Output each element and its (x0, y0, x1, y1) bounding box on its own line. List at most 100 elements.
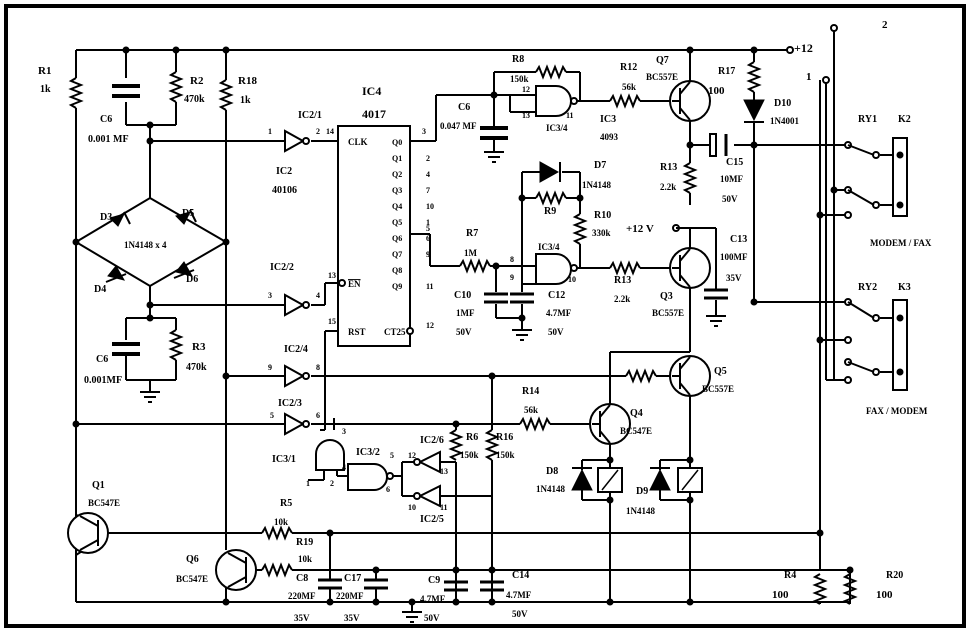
pin-number: 10 (568, 275, 576, 284)
label-r18-val: 1k (240, 95, 251, 106)
label-c17-val: 220MF (336, 591, 364, 601)
label-ic2-6: IC2/6 (420, 435, 444, 446)
pin-number: 4 (316, 291, 320, 300)
capacitors (112, 84, 728, 592)
label-r5: R5 (280, 498, 292, 509)
label-q6t: Q6 (186, 554, 199, 565)
label-c14-v: 50V (512, 609, 528, 619)
label-c12-val: 4.7MF (546, 308, 572, 318)
label-ic3-4: IC3/4 (546, 123, 568, 133)
label-ic4-num: 4017 (362, 107, 386, 121)
pin-number: 6 (426, 234, 430, 243)
pin-number: 2 (426, 154, 430, 163)
label-fax-modem: FAX / MODEM (866, 406, 928, 416)
label-r6: R6 (466, 432, 478, 443)
pin-number: 1 (426, 218, 430, 227)
label-r8: R8 (512, 54, 524, 65)
junction-dots (72, 46, 854, 606)
label-c13: C13 (730, 234, 747, 245)
label-ic2-5: IC2/5 (420, 514, 444, 525)
label-ic3-4b: IC3/4 (538, 242, 560, 252)
label-c17-v: 35V (344, 613, 360, 623)
pin-number: 11 (440, 503, 448, 512)
label-q4: Q4 (392, 202, 402, 211)
label-d10: D10 (774, 98, 791, 109)
pin-number: 12 (408, 451, 416, 460)
label-ic3: IC3 (600, 114, 616, 125)
label-q7t-type: BC557E (646, 72, 678, 82)
label-ic3-1: IC3/1 (272, 454, 296, 465)
label-rst: RST (348, 327, 366, 337)
label-ic3-2: IC3/2 (356, 447, 380, 458)
label-c10-v: 50V (456, 327, 472, 337)
label-r1: R1 (38, 65, 51, 77)
label-d10-val: 1N4001 (770, 116, 799, 126)
pin-number: 13 (522, 111, 530, 120)
pin-number: 3 (342, 427, 346, 436)
ground-symbols (140, 151, 726, 623)
label-q1: Q1 (392, 154, 402, 163)
diodes (105, 99, 765, 491)
label-c8: C8 (296, 573, 308, 584)
label-ic2-3: IC2/3 (278, 398, 302, 409)
label-c9-v: 50V (424, 613, 440, 623)
label-plus12: +12 (794, 41, 813, 55)
label-q3t-type: BC557E (652, 308, 684, 318)
label-r14: R14 (522, 386, 539, 397)
label-q5: Q5 (392, 218, 402, 227)
pin-number: 6 (316, 411, 320, 420)
pin-numbers: 1 2 14 3 2 4 7 10 1 5 6 9 11 13 15 12 12… (268, 85, 576, 512)
label-q6: Q6 (392, 234, 402, 243)
label-c6-bot-val: 0.001MF (84, 375, 122, 386)
pin-number: 14 (326, 127, 334, 136)
label-d5: D5 (182, 208, 194, 219)
label-r14-val: 56k (524, 405, 538, 415)
pin-number: 8 (510, 255, 514, 264)
pin-number: 10 (426, 202, 434, 211)
pin-number: 5 (426, 224, 430, 233)
pin-number: 12 (522, 85, 530, 94)
label-ic2-num: 40106 (272, 185, 297, 196)
pin-number: 5 (390, 451, 394, 460)
label-c8-v: 35V (294, 613, 310, 623)
label-r19: R19 (296, 537, 313, 548)
pin-number: 1 (306, 479, 310, 488)
label-c13-v: 35V (726, 273, 742, 283)
label-c6-top: C6 (100, 114, 112, 125)
pin-number: 3 (422, 127, 426, 136)
label-q8: Q8 (392, 266, 402, 275)
ic4-chip (337, 125, 411, 347)
pin-number: 7 (426, 186, 430, 195)
label-c12-v: 50V (548, 327, 564, 337)
label-r19-val: 10k (298, 554, 312, 564)
label-r13a: R13 (660, 162, 677, 173)
label-r10-val: 330k (592, 228, 611, 238)
label-q2: Q2 (392, 170, 402, 179)
label-r17: R17 (718, 66, 735, 77)
label-clk: CLK (348, 137, 368, 147)
label-r3: R3 (192, 341, 206, 353)
label-ic2-4: IC2/4 (284, 344, 308, 355)
label-r7: R7 (466, 228, 478, 239)
label-r4: R4 (784, 570, 796, 581)
label-q4t-type: BC547E (620, 426, 652, 436)
label-sw2: 2 (882, 19, 888, 31)
label-ic2-2: IC2/2 (270, 262, 294, 273)
label-q7: Q7 (392, 250, 402, 259)
pin-number: 1 (268, 127, 272, 136)
label-q5t: Q5 (714, 366, 727, 377)
label-c17: C17 (344, 573, 361, 584)
label-k2: K2 (898, 114, 911, 125)
label-c13-val: 100MF (720, 252, 748, 262)
pin-number: 3 (268, 291, 272, 300)
label-d6: D6 (186, 274, 198, 285)
label-q3: Q3 (392, 186, 402, 195)
label-r16-val: 150k (496, 450, 515, 460)
relay-contacts (672, 24, 908, 391)
label-sw1: 1 (806, 71, 812, 83)
label-en: EN (348, 279, 361, 289)
label-r4-val: 100 (772, 589, 789, 601)
label-r3-val: 470k (186, 362, 207, 373)
label-r9: R9 (544, 206, 556, 217)
label-c8-val: 220MF (288, 591, 316, 601)
